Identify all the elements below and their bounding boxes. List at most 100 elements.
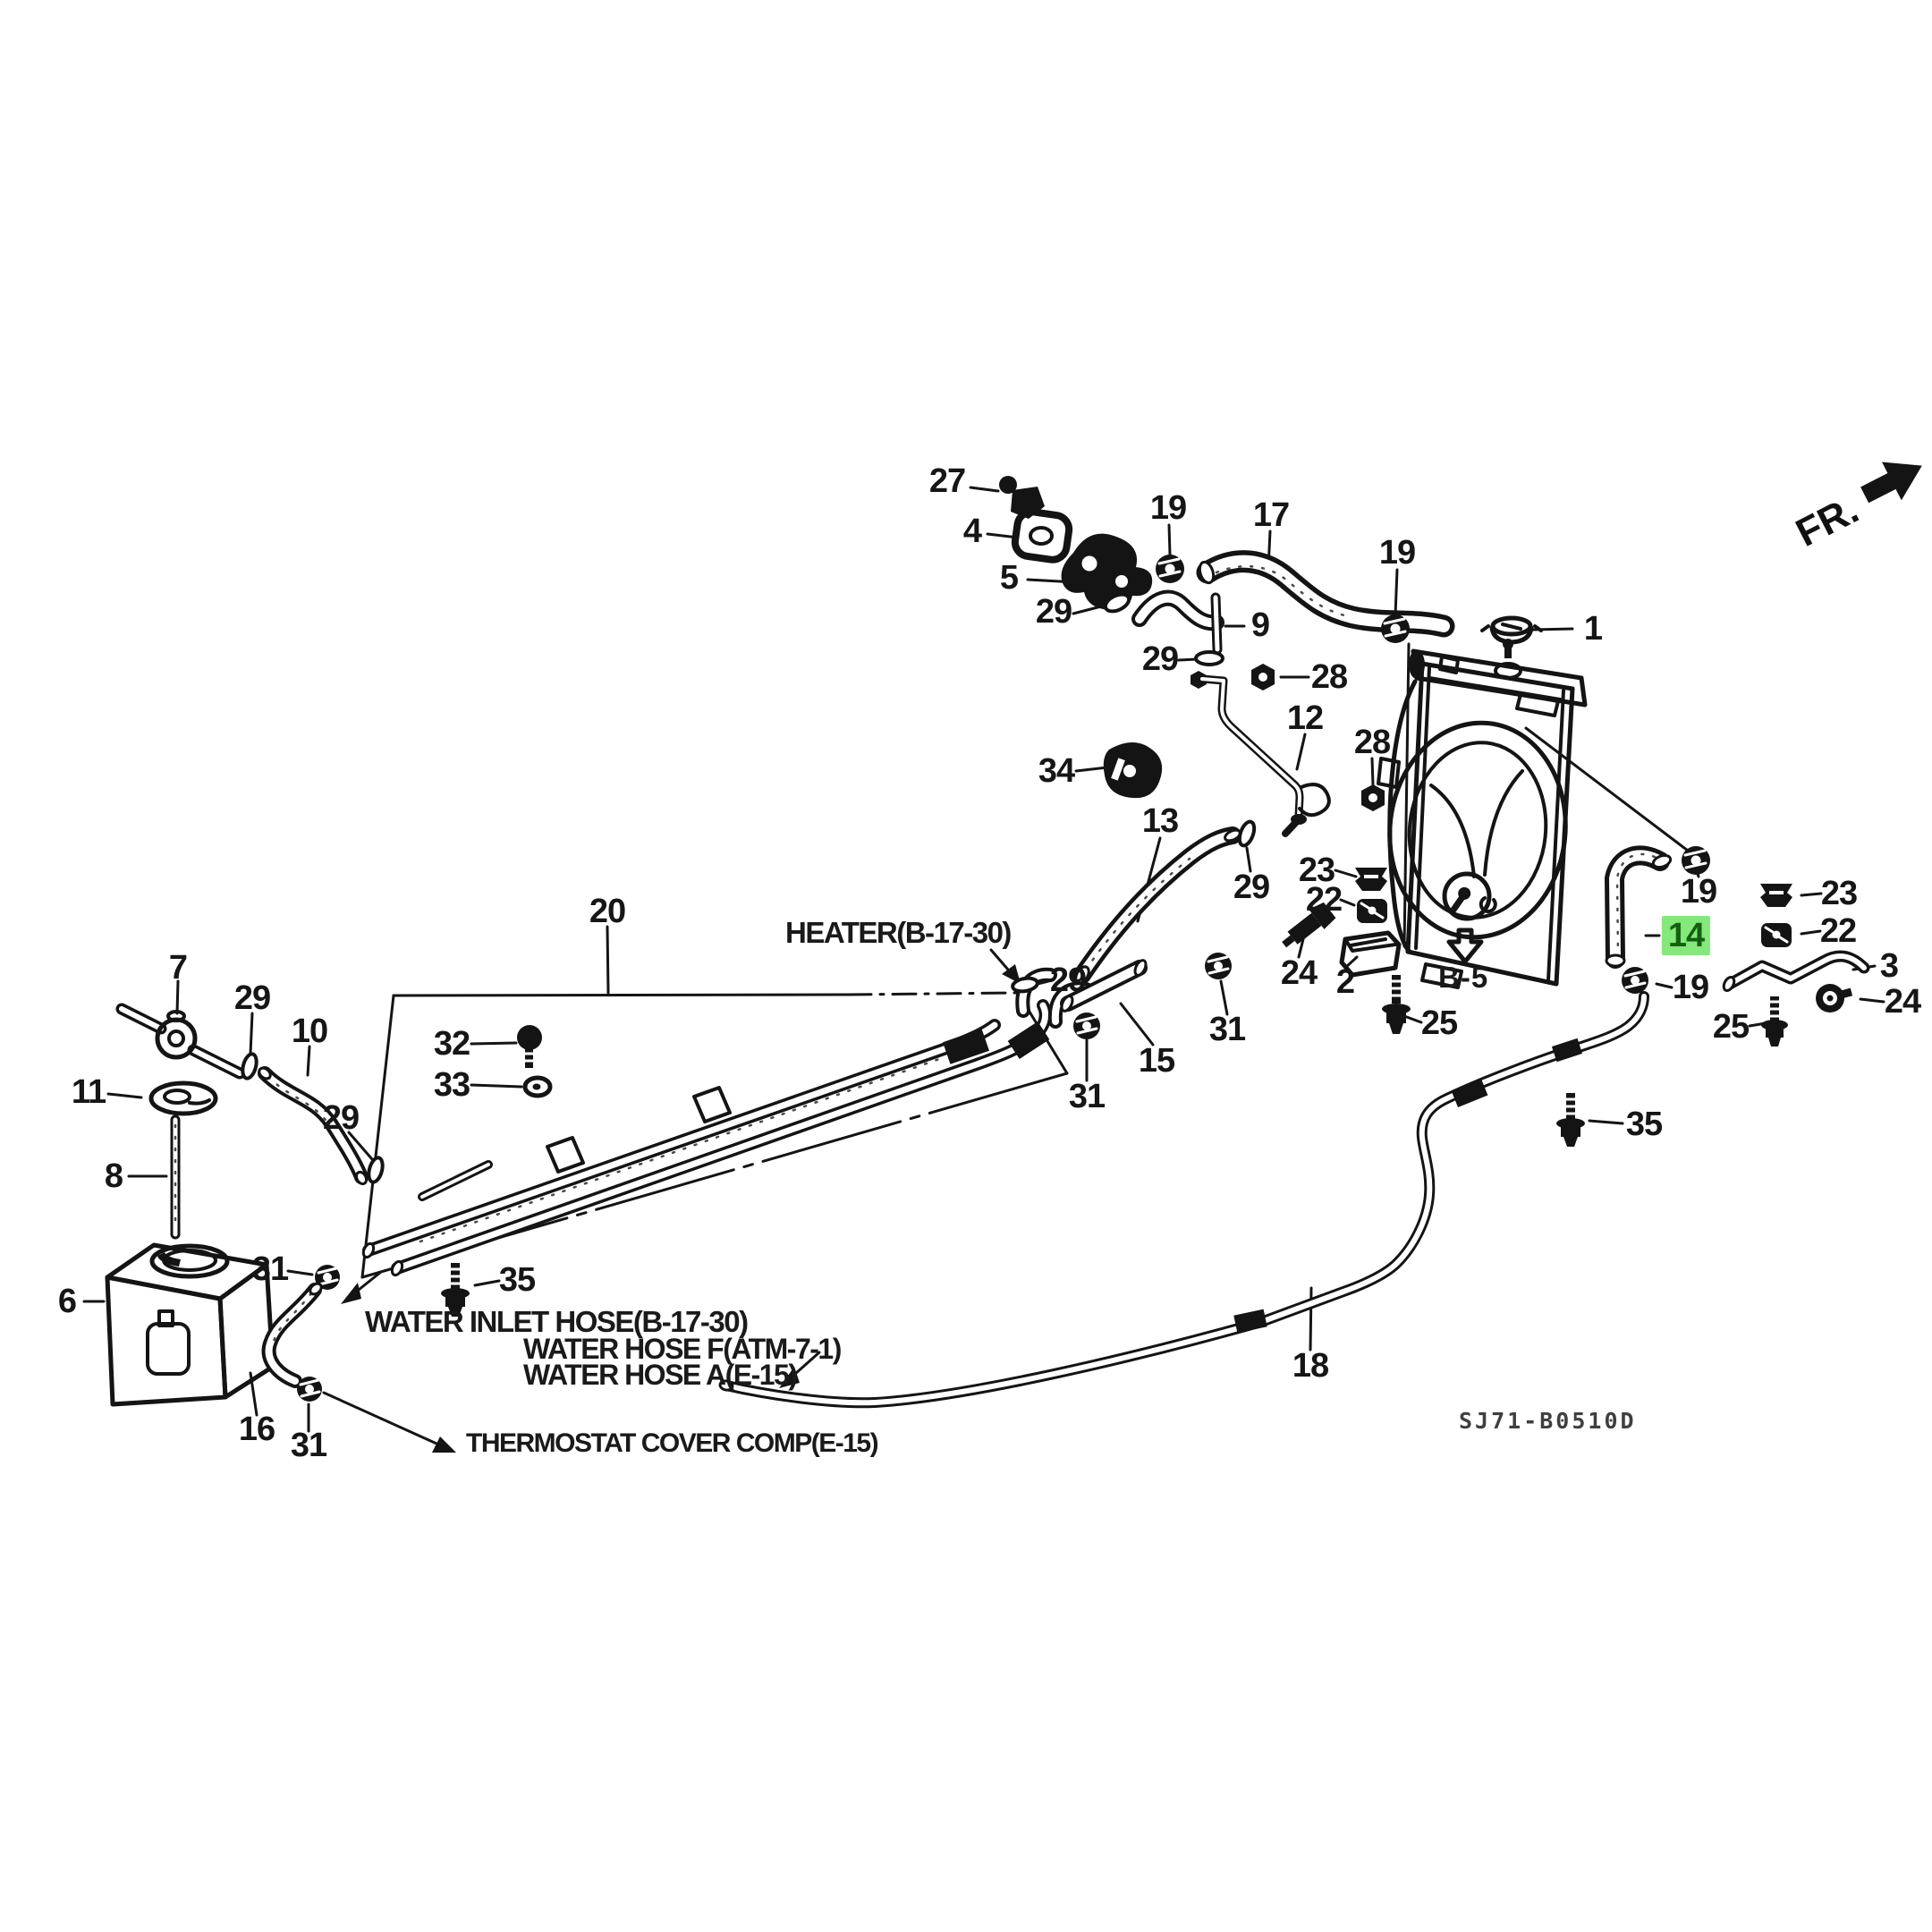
- part-label-29: 29: [322, 1099, 360, 1137]
- b5-small-parts: [1448, 886, 1497, 915]
- water-inlet-hose-reference-label: WATER INLET HOSE(B-17-30): [365, 1305, 749, 1338]
- clip-29a-icon: [1103, 592, 1131, 614]
- right-cluster: [1556, 845, 1870, 1147]
- part-label-3: 3: [1879, 947, 1899, 985]
- part-label-35: 35: [1625, 1106, 1663, 1143]
- part-label-11: 11: [71, 1073, 106, 1111]
- part-label-13: 13: [1141, 802, 1179, 840]
- clip-29d-icon: [241, 1052, 258, 1080]
- clip-29b-icon: [1194, 650, 1224, 666]
- part-label-23: 23: [1820, 875, 1858, 912]
- radiator-cap-1-icon: [1480, 615, 1543, 645]
- heater-reference-label: HEATER(B-17-30): [785, 916, 1012, 949]
- b5-reference-label: B-5: [1438, 961, 1489, 994]
- water-hose-a-arrow: [779, 1351, 821, 1388]
- part-label-31: 31: [1208, 1011, 1246, 1048]
- part-label-17: 17: [1252, 496, 1290, 534]
- part-label-10: 10: [291, 1013, 328, 1050]
- grommet-33-icon: [522, 1075, 553, 1098]
- part-label-14-highlighted: 14: [1661, 916, 1711, 955]
- part-label-19: 19: [1149, 489, 1187, 527]
- bolt-25r-icon: [1761, 996, 1788, 1046]
- water-hose-16: [261, 1282, 323, 1388]
- part-label-22: 22: [1305, 881, 1343, 919]
- part-label-29: 29: [1233, 869, 1270, 906]
- gasket-4-icon: [1011, 508, 1073, 564]
- part-label-31: 31: [251, 1250, 289, 1288]
- part-label-31: 31: [290, 1427, 327, 1464]
- clamp-31b-icon: [1205, 953, 1232, 979]
- water-hose-10: [258, 1066, 369, 1186]
- part-label-2: 2: [1335, 963, 1355, 1001]
- part-label-4: 4: [962, 513, 982, 550]
- grommet-23m-icon: [1355, 868, 1387, 891]
- part-label-12: 12: [1286, 699, 1324, 737]
- part-label-1: 1: [1583, 610, 1603, 648]
- part-label-29: 29: [1035, 593, 1072, 631]
- part-label-35: 35: [498, 1261, 536, 1299]
- bolt-35a-icon: [441, 1263, 470, 1317]
- joint-7-icon: [115, 1003, 246, 1080]
- heater-arrow: [989, 948, 1021, 984]
- clamp-19a-icon: [1156, 555, 1184, 583]
- water-pipe-18: [718, 991, 1649, 1409]
- part-label-27: 27: [928, 462, 966, 500]
- part-label-5: 5: [999, 559, 1019, 597]
- part-label-25: 25: [1420, 1004, 1458, 1042]
- clip-24r-icon: [1816, 984, 1853, 1013]
- clamp-19d-icon: [1622, 967, 1648, 994]
- reserve-tank-6: [105, 1242, 275, 1407]
- radiator-drawing: [1377, 615, 1588, 989]
- part-label-9: 9: [1250, 606, 1270, 644]
- part-label-29: 29: [1049, 962, 1087, 999]
- grommet-22m-icon: [1357, 899, 1387, 923]
- water-hose-f-reference-label: WATER HOSE F(ATM-7-1): [523, 1333, 842, 1365]
- clamp-31a-icon: [1073, 1013, 1100, 1039]
- thermostat-arrow: [322, 1391, 456, 1453]
- sensor-24m-icon: [1282, 902, 1336, 948]
- nut-28a-icon: [1251, 664, 1275, 691]
- clamp-19b-icon: [1381, 614, 1410, 643]
- part-label-18: 18: [1292, 1347, 1329, 1385]
- water-pipes: [361, 999, 1052, 1277]
- part-label-28: 28: [1353, 724, 1391, 761]
- part-label-32: 32: [433, 1025, 470, 1063]
- part-label-24: 24: [1884, 983, 1921, 1021]
- grommet-22r-icon: [1761, 923, 1792, 947]
- pipe-assembly-20: [315, 953, 1232, 1317]
- filler-pipe-12: [1191, 671, 1331, 837]
- bolt-35b-icon: [1556, 1093, 1585, 1147]
- part-label-34: 34: [1038, 752, 1075, 790]
- water-hose-3: [1722, 950, 1870, 992]
- water-inlet-arrow: [341, 1270, 383, 1304]
- part-label-29: 29: [233, 979, 271, 1017]
- clip-29f-icon: [1011, 976, 1039, 994]
- part-label-8: 8: [104, 1157, 123, 1195]
- bolt-25m-icon: [1382, 975, 1411, 1034]
- bracket-34-icon: [1103, 742, 1163, 799]
- thermostat-cluster-drawing: [999, 476, 1455, 666]
- part-label-20: 20: [589, 893, 626, 930]
- part-label-7: 7: [168, 949, 188, 987]
- water-hose-14: [1605, 845, 1673, 969]
- part-label-23: 23: [1298, 852, 1335, 889]
- grommet-23r-icon: [1760, 884, 1792, 907]
- clip-29e-icon: [367, 1156, 385, 1184]
- part-label-25: 25: [1712, 1008, 1750, 1046]
- part-label-33: 33: [433, 1066, 470, 1104]
- part-label-24: 24: [1280, 954, 1318, 992]
- part-label-28: 28: [1310, 658, 1348, 696]
- part-label-31: 31: [1068, 1078, 1106, 1115]
- part-label-29: 29: [1141, 640, 1179, 678]
- bracket-2-icon: [1339, 930, 1402, 978]
- clip-29c-icon: [1237, 819, 1257, 848]
- part-label-15: 15: [1138, 1042, 1175, 1080]
- thermostat-cover-reference-label: THERMOSTAT COVER COMP(E-15): [466, 1428, 879, 1458]
- part-label-16: 16: [238, 1411, 275, 1448]
- part-label-19: 19: [1680, 873, 1717, 911]
- part-label-19: 19: [1672, 969, 1709, 1006]
- middle-mount-cluster: [1282, 868, 1497, 1034]
- water-hose-a-reference-label: WATER HOSE A(E-15): [523, 1359, 798, 1391]
- clamp-31c-icon: [315, 1265, 340, 1290]
